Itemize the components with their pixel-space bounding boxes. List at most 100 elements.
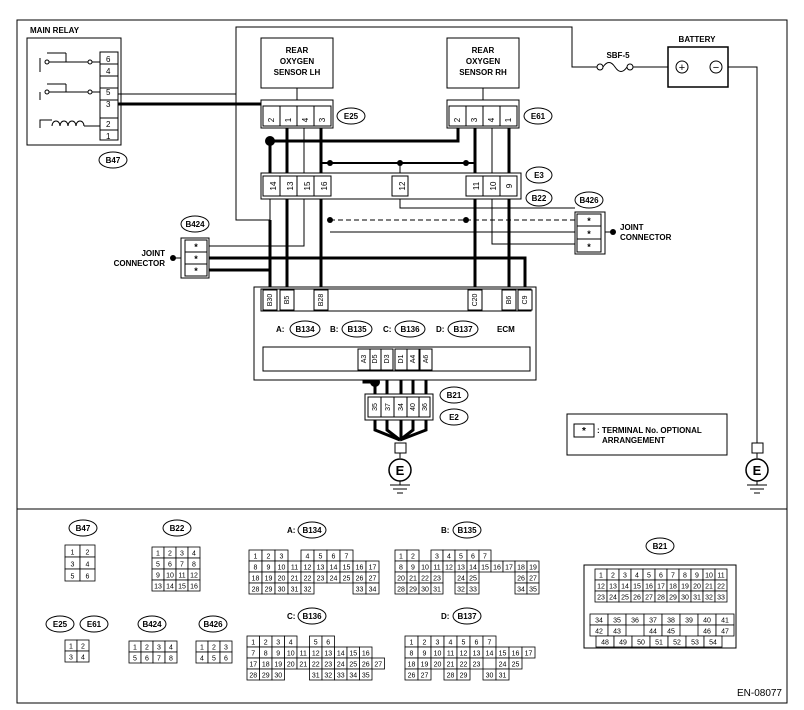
pin-number: 4 bbox=[192, 551, 196, 558]
ground-label: E bbox=[753, 463, 762, 478]
pin-cell bbox=[300, 582, 315, 595]
connector-tag-b426-view bbox=[198, 615, 228, 633]
pin-number: 23 bbox=[317, 576, 325, 583]
connector-tag-label: E61 bbox=[531, 112, 546, 121]
b21-pin: 35 bbox=[372, 403, 379, 411]
pin-number: 29 bbox=[265, 587, 273, 594]
pin-number: 4 bbox=[86, 562, 90, 569]
pin-number: 35 bbox=[529, 587, 537, 594]
pin-number: 14 bbox=[621, 584, 629, 591]
pin-number: 20 bbox=[287, 662, 295, 669]
sensor-lh-line2: OXYGEN bbox=[280, 57, 314, 66]
connector-id-label: B22 bbox=[170, 524, 185, 533]
e25-pin: 3 bbox=[318, 117, 327, 122]
connector-id-label: E25 bbox=[53, 620, 68, 629]
pin-number: 31 bbox=[312, 673, 320, 680]
relay-pin-block: 6 4 5 3 2 1 bbox=[99, 51, 119, 141]
pin-number: 15 bbox=[349, 651, 357, 658]
joint-left-line1: JOINT bbox=[141, 249, 165, 258]
ecm-top-pins: B30 B5 B28 C20 B6 C9 bbox=[262, 289, 533, 311]
pin-number: 23 bbox=[433, 576, 441, 583]
ecm-connector-letter: C: bbox=[383, 325, 391, 334]
pin-cell bbox=[466, 582, 480, 595]
ecm-top-pin: B30 bbox=[267, 294, 274, 307]
pin-cell bbox=[715, 624, 735, 637]
pin-number: 48 bbox=[601, 640, 609, 647]
pin-number: 4 bbox=[635, 573, 639, 580]
connector-tag-e25-view bbox=[45, 615, 75, 633]
pin-number: 20 bbox=[278, 576, 286, 583]
connector-tag-b134-view bbox=[297, 521, 327, 539]
ecm-bottom-pin: D1 bbox=[398, 354, 405, 363]
pin-number: 10 bbox=[434, 651, 442, 658]
connector-tag-label: B47 bbox=[106, 156, 121, 165]
sensor-rh-line2: OXYGEN bbox=[466, 57, 500, 66]
pin-number: 50 bbox=[637, 640, 645, 647]
pin-number: 33 bbox=[356, 587, 364, 594]
connector-tag-b136-view bbox=[297, 607, 327, 625]
pin-number: 7 bbox=[180, 562, 184, 569]
pin-number: 30 bbox=[278, 587, 286, 594]
pin-number: 11 bbox=[717, 573, 724, 580]
ground-left: E bbox=[388, 442, 412, 494]
e61-pin: 1 bbox=[504, 117, 513, 122]
connector-id-label: B134 bbox=[302, 526, 322, 535]
relay-switch-lower bbox=[39, 83, 100, 100]
pin-number: 21 bbox=[291, 576, 299, 583]
pin-number: 10 bbox=[287, 651, 295, 658]
relay-coil bbox=[39, 119, 100, 128]
pin-number: 16 bbox=[190, 584, 198, 591]
pin-cell bbox=[703, 635, 723, 648]
pin-number: 44 bbox=[649, 629, 657, 636]
e3-pin: 14 bbox=[269, 181, 278, 190]
pin-number: 3 bbox=[276, 640, 280, 647]
pin-number: 3 bbox=[280, 554, 284, 561]
pin-number: 19 bbox=[421, 662, 429, 669]
ecm-bottom-pin: A6 bbox=[423, 355, 430, 364]
splice-dot bbox=[463, 160, 469, 166]
pin-number: 10 bbox=[166, 573, 174, 580]
pin-number: 7 bbox=[345, 554, 349, 561]
joint-pin: * bbox=[194, 266, 198, 276]
pin-number: 35 bbox=[613, 618, 621, 625]
pin-number: 21 bbox=[409, 576, 417, 583]
pin-number: 14 bbox=[469, 565, 477, 572]
pin-number: 26 bbox=[408, 673, 416, 680]
pin-cell bbox=[469, 657, 484, 670]
connector-id-label: B137 bbox=[457, 612, 477, 621]
pin-number: 7 bbox=[671, 573, 675, 580]
pin-number: 47 bbox=[721, 629, 729, 636]
pin-number: 18 bbox=[669, 584, 677, 591]
pin-number: 30 bbox=[681, 595, 689, 602]
pin-number: 2 bbox=[611, 573, 615, 580]
pin-number: 5 bbox=[212, 656, 216, 663]
pin-number: 9 bbox=[156, 573, 160, 580]
pin-number: 43 bbox=[613, 629, 621, 636]
diagram-code: EN-08077 bbox=[737, 688, 782, 699]
pin-number: 17 bbox=[249, 662, 257, 669]
connector-tag-b135-view bbox=[452, 521, 482, 539]
pin-number: 4 bbox=[447, 554, 451, 561]
pin-number: 12 bbox=[304, 565, 312, 572]
pin-number: 17 bbox=[505, 565, 513, 572]
e3-pin: 9 bbox=[505, 183, 514, 188]
ecm-connector-letter: B: bbox=[330, 325, 338, 334]
pin-cell bbox=[456, 668, 471, 681]
pin-number: 8 bbox=[410, 651, 414, 658]
pin-number: 11 bbox=[291, 565, 298, 572]
connector-tag-label: B426 bbox=[579, 196, 599, 205]
b21-pin: 40 bbox=[410, 403, 417, 411]
pin-number: 34 bbox=[517, 587, 525, 594]
pin-number: 24 bbox=[337, 662, 345, 669]
pin-number: 29 bbox=[409, 587, 417, 594]
pin-number: 5 bbox=[156, 562, 160, 569]
pin-number: 5 bbox=[647, 573, 651, 580]
pin-number: 13 bbox=[457, 565, 465, 572]
pin-number: 3 bbox=[436, 640, 440, 647]
fuse-symbol bbox=[602, 62, 628, 72]
